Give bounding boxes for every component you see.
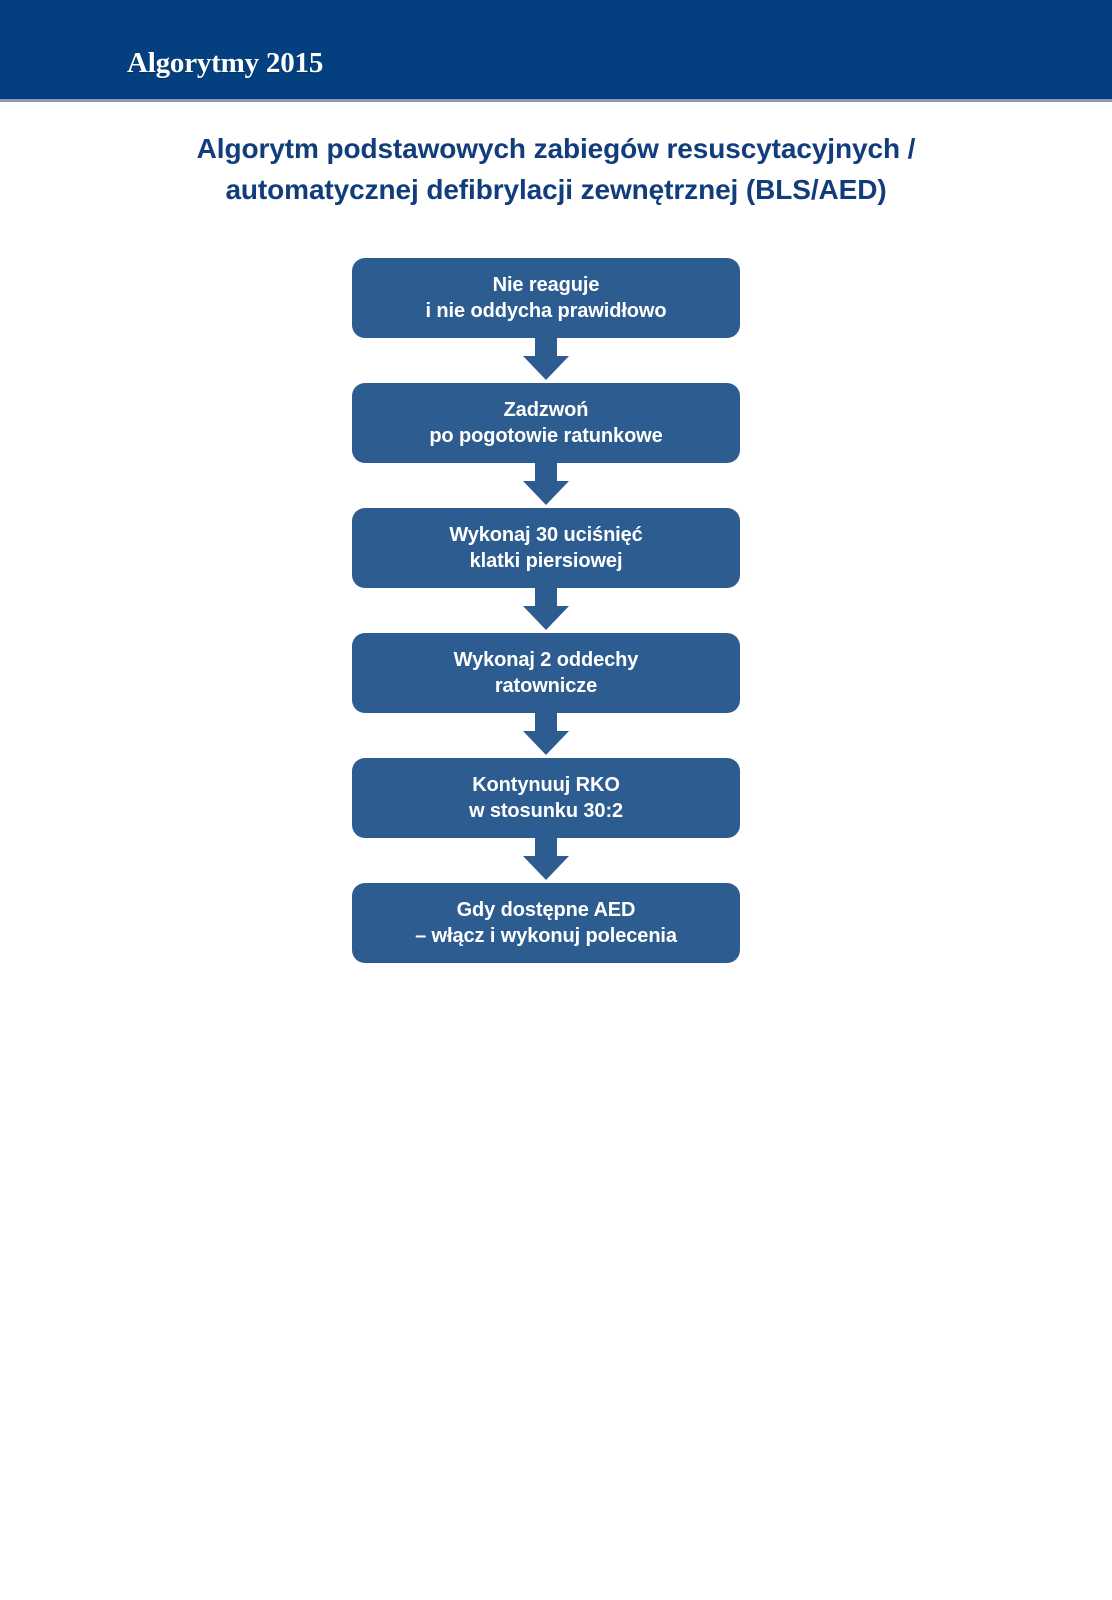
flow-box-line-2: klatki piersiowej — [469, 550, 623, 572]
flow-box-zadzwon[interactable]: Zadzwoń po pogotowie ratunkowe — [352, 383, 740, 463]
header-divider — [0, 99, 1112, 102]
flow-box-line-2: – włącz i wykonuj polecenia — [415, 925, 677, 947]
flow-box-kontynuuj-rko[interactable]: Kontynuuj RKO w stosunku 30:2 — [352, 758, 740, 838]
down-arrow-icon-3 — [523, 580, 569, 630]
flow-step-2: Zadzwoń po pogotowie ratunkowe — [0, 383, 1112, 508]
flow-box-30-ucisniec[interactable]: Wykonaj 30 uciśnięć klatki piersiowej — [352, 508, 740, 588]
header-label: Algorytmy 2015 — [127, 47, 324, 79]
flow-box-line-1: Nie reaguje — [492, 274, 600, 296]
flow-step-3: Wykonaj 30 uciśnięć klatki piersiowej — [0, 508, 1112, 633]
flow-box-line-1: Kontynuuj RKO — [472, 774, 620, 796]
flow-box-line-2: ratownicze — [494, 675, 598, 697]
header-banner — [0, 0, 1112, 99]
down-arrow-icon-1 — [523, 330, 569, 380]
flow-box-line-2: po pogotowie ratunkowe — [429, 425, 663, 447]
flow-box-2-oddechy[interactable]: Wykonaj 2 oddechy ratownicze — [352, 633, 740, 713]
flow-box-line-1: Gdy dostępne AED — [456, 899, 636, 921]
flow-box-line-2: w stosunku 30:2 — [468, 800, 624, 822]
page-title-line-1: Algorytm podstawowych zabiegów resuscyta… — [196, 133, 916, 164]
page-title: Algorytm podstawowych zabiegów resuscyta… — [0, 128, 1112, 210]
down-arrow-icon-2 — [523, 455, 569, 505]
flow-step-4: Wykonaj 2 oddechy ratownicze — [0, 633, 1112, 758]
flow-step-5: Kontynuuj RKO w stosunku 30:2 — [0, 758, 1112, 883]
flow-box-line-1: Wykonaj 2 oddechy — [453, 649, 639, 671]
flow-step-6: Gdy dostępne AED – włącz i wykonuj polec… — [0, 883, 1112, 963]
flow-box-nie-reaguje[interactable]: Nie reaguje i nie oddycha prawidłowo — [352, 258, 740, 338]
down-arrow-icon-4 — [523, 705, 569, 755]
flow-box-aed[interactable]: Gdy dostępne AED – włącz i wykonuj polec… — [352, 883, 740, 963]
flow-box-line-2: i nie oddycha prawidłowo — [425, 300, 667, 322]
down-arrow-icon-5 — [523, 830, 569, 880]
flowchart: Nie reaguje i nie oddycha prawidłowo Zad… — [0, 258, 1112, 963]
flow-box-line-1: Zadzwoń — [503, 399, 589, 421]
flow-box-line-1: Wykonaj 30 uciśnięć — [449, 524, 643, 546]
page-title-line-2: automatycznej defibrylacji zewnętrznej (… — [225, 174, 887, 205]
flow-step-1: Nie reaguje i nie oddycha prawidłowo — [0, 258, 1112, 383]
